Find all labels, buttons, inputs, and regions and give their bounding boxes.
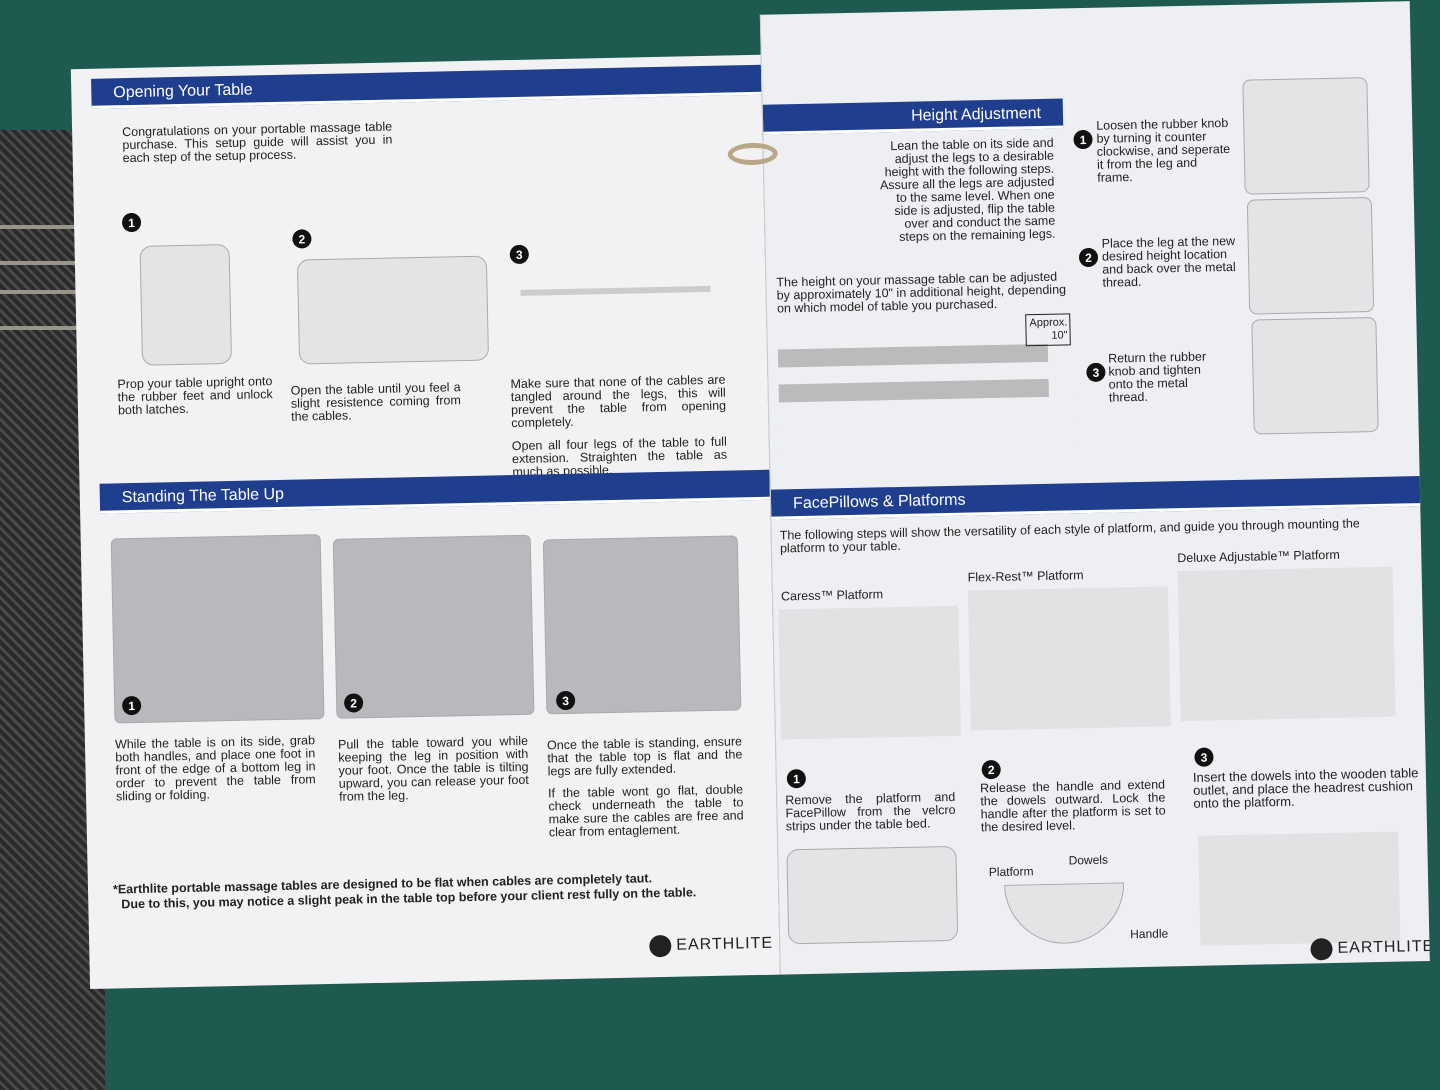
platform-label: Caress™ Platform	[780, 587, 884, 604]
approx-label: Approx. 10"	[1025, 313, 1071, 347]
step-number: 2	[1078, 247, 1099, 268]
earthlite-logo: EARTHLITE	[649, 933, 773, 958]
step-text: Once the table is standing, ensure that …	[546, 734, 743, 779]
step-text: While the table is on its side, grab bot…	[114, 733, 316, 804]
handle-callout: Handle	[1130, 926, 1169, 942]
closed-table-illustration	[139, 243, 233, 366]
step-text: Open the table until you feel a slight r…	[290, 380, 461, 424]
height-note: The height on your massage table can be …	[776, 269, 1067, 316]
earthlite-logo: EARTHLITE	[1310, 936, 1430, 961]
logo-text: EARTHLITE	[676, 934, 774, 954]
step-text: Pull the table toward you while keeping …	[337, 733, 529, 804]
step-text: Remove the platform and FacePillow from …	[785, 789, 956, 834]
step-text: Insert the dowels into the wooden table …	[1192, 765, 1419, 811]
dowels-callout: Dowels	[1068, 852, 1109, 868]
step-text: Prop your table upright onto the rubber …	[117, 374, 273, 418]
opening-intro: Congratulations on your portable massage…	[122, 119, 393, 166]
step-text: Loosen the rubber knob by turning it cou…	[1096, 116, 1231, 185]
mounting-illustration	[1198, 831, 1401, 946]
step-number: 2	[292, 229, 312, 249]
section-header-facepillows: FacePillows & Platforms	[770, 475, 1430, 520]
step-number: 1	[121, 212, 142, 233]
step-number: 2	[981, 759, 1001, 780]
step-number: 1	[1073, 129, 1093, 150]
height-intro: Lean the table on its side and adjust th…	[879, 135, 1056, 244]
leg-illustration-1	[1242, 77, 1370, 195]
platform-callout: Platform	[988, 864, 1034, 880]
velcro-illustration	[786, 845, 959, 945]
standing-step2-illustration	[332, 534, 535, 719]
section-header-height: Height Adjustment	[762, 98, 1064, 135]
instruction-booklet: Opening Your Table Congratulations on yo…	[70, 1, 1440, 999]
platform-label: Flex-Rest™ Platform	[967, 568, 1084, 585]
platform-illustration	[1004, 882, 1126, 945]
step-number: 1	[786, 768, 807, 789]
step-text: If the table wont go flat, double check …	[547, 782, 744, 840]
step-text: Make sure that none of the cables are ta…	[510, 372, 727, 431]
leg-illustration-3	[1251, 316, 1379, 435]
table-legs-illustration	[520, 265, 713, 365]
globe-icon	[1310, 938, 1333, 961]
caress-illustration	[778, 605, 961, 740]
leg-illustration-2	[1246, 197, 1375, 315]
flex-rest-illustration	[967, 586, 1171, 731]
step-number: 3	[1086, 362, 1106, 383]
platform-label: Deluxe Adjustable™ Platform	[1177, 547, 1341, 566]
section-header-opening: Opening Your Table	[91, 64, 780, 109]
left-page: Opening Your Table Congratulations on yo…	[70, 54, 780, 990]
step-text: Release the handle and extend the dowels…	[979, 777, 1166, 835]
globe-icon	[649, 934, 672, 958]
step-text: Return the rubber knob and tighten onto …	[1107, 349, 1207, 405]
standing-step3-illustration	[542, 535, 742, 715]
step-number: 3	[1194, 747, 1214, 767]
right-page: Height Adjustment Lean the table on its …	[759, 1, 1430, 975]
standing-step1-illustration	[110, 534, 325, 724]
step-text: Place the leg at the new desired height …	[1101, 233, 1236, 290]
step-number: 3	[509, 244, 530, 265]
open-table-illustration	[296, 255, 490, 365]
deluxe-illustration	[1177, 566, 1396, 722]
logo-text: EARTHLITE	[1337, 937, 1430, 957]
section-header-standing: Standing The Table Up	[99, 469, 780, 514]
